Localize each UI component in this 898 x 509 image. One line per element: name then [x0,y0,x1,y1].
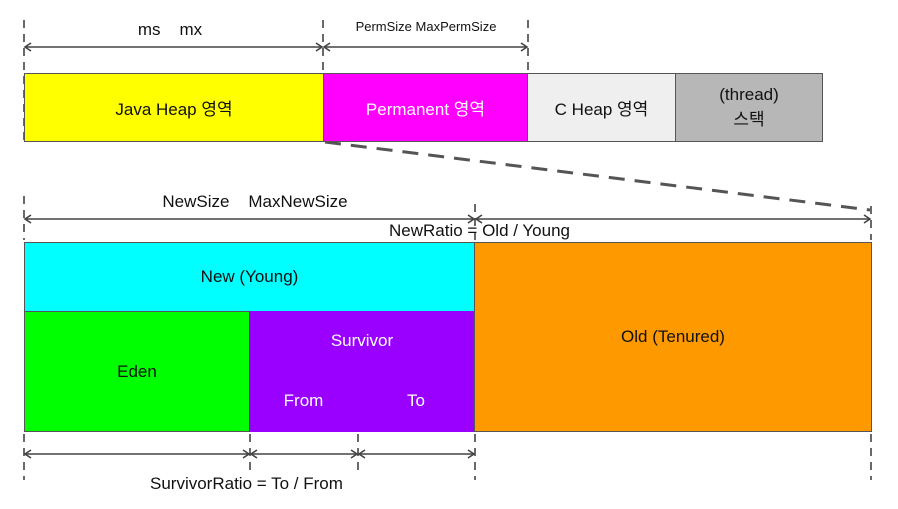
permanent-box: Permanent 영역 [323,73,528,142]
new-young-label: New (Young) [200,267,299,286]
ms-mx-label: ms mx [137,20,203,39]
arrowhead [467,214,476,224]
arrowhead [520,42,529,52]
eden-label: Eden [117,361,157,381]
old-tenured-box: Old (Tenured) [474,242,872,432]
survivor-box: Survivor [249,311,475,371]
arrowhead [467,449,476,459]
survivor-ratio-label: SurvivorRatio = To / From [150,474,343,493]
from-box: From [249,370,358,432]
permsize-label: PermSize MaxPermSize [355,19,497,34]
newratio-label: NewRatio = Old / Young [389,221,570,240]
arrowhead [242,449,251,459]
arrowhead [23,214,32,224]
to-label: To [407,391,425,410]
arrowhead [863,214,872,224]
arrowhead [315,42,324,52]
c-heap-label: C Heap 영역 [554,100,649,119]
permanent-label: Permanent 영역 [365,100,486,119]
newsize-label: NewSize MaxNewSize [162,192,348,211]
arrowhead [23,449,32,459]
arrowhead [350,449,359,459]
arrowhead [357,449,366,459]
arrowhead [322,42,331,52]
old-tenured-label: Old (Tenured) [621,327,725,346]
java-heap-label: Java Heap 영역 [115,100,233,119]
thread-stack-box: (thread) 스택 [675,73,823,142]
eden-box: Eden [24,311,250,432]
zoom-line [324,140,871,212]
java-heap-box: Java Heap 영역 [24,73,324,142]
c-heap-box: C Heap 영역 [527,73,676,142]
arrowhead [249,449,258,459]
arrowhead [23,42,32,52]
arrowhead [474,214,483,224]
to-box: To [357,370,475,432]
survivor-label: Survivor [330,331,394,350]
from-label: From [283,391,324,410]
stack-label: 스택 [733,110,765,129]
new-young-box: New (Young) [24,242,475,312]
thread-label: (thread) [719,85,779,104]
